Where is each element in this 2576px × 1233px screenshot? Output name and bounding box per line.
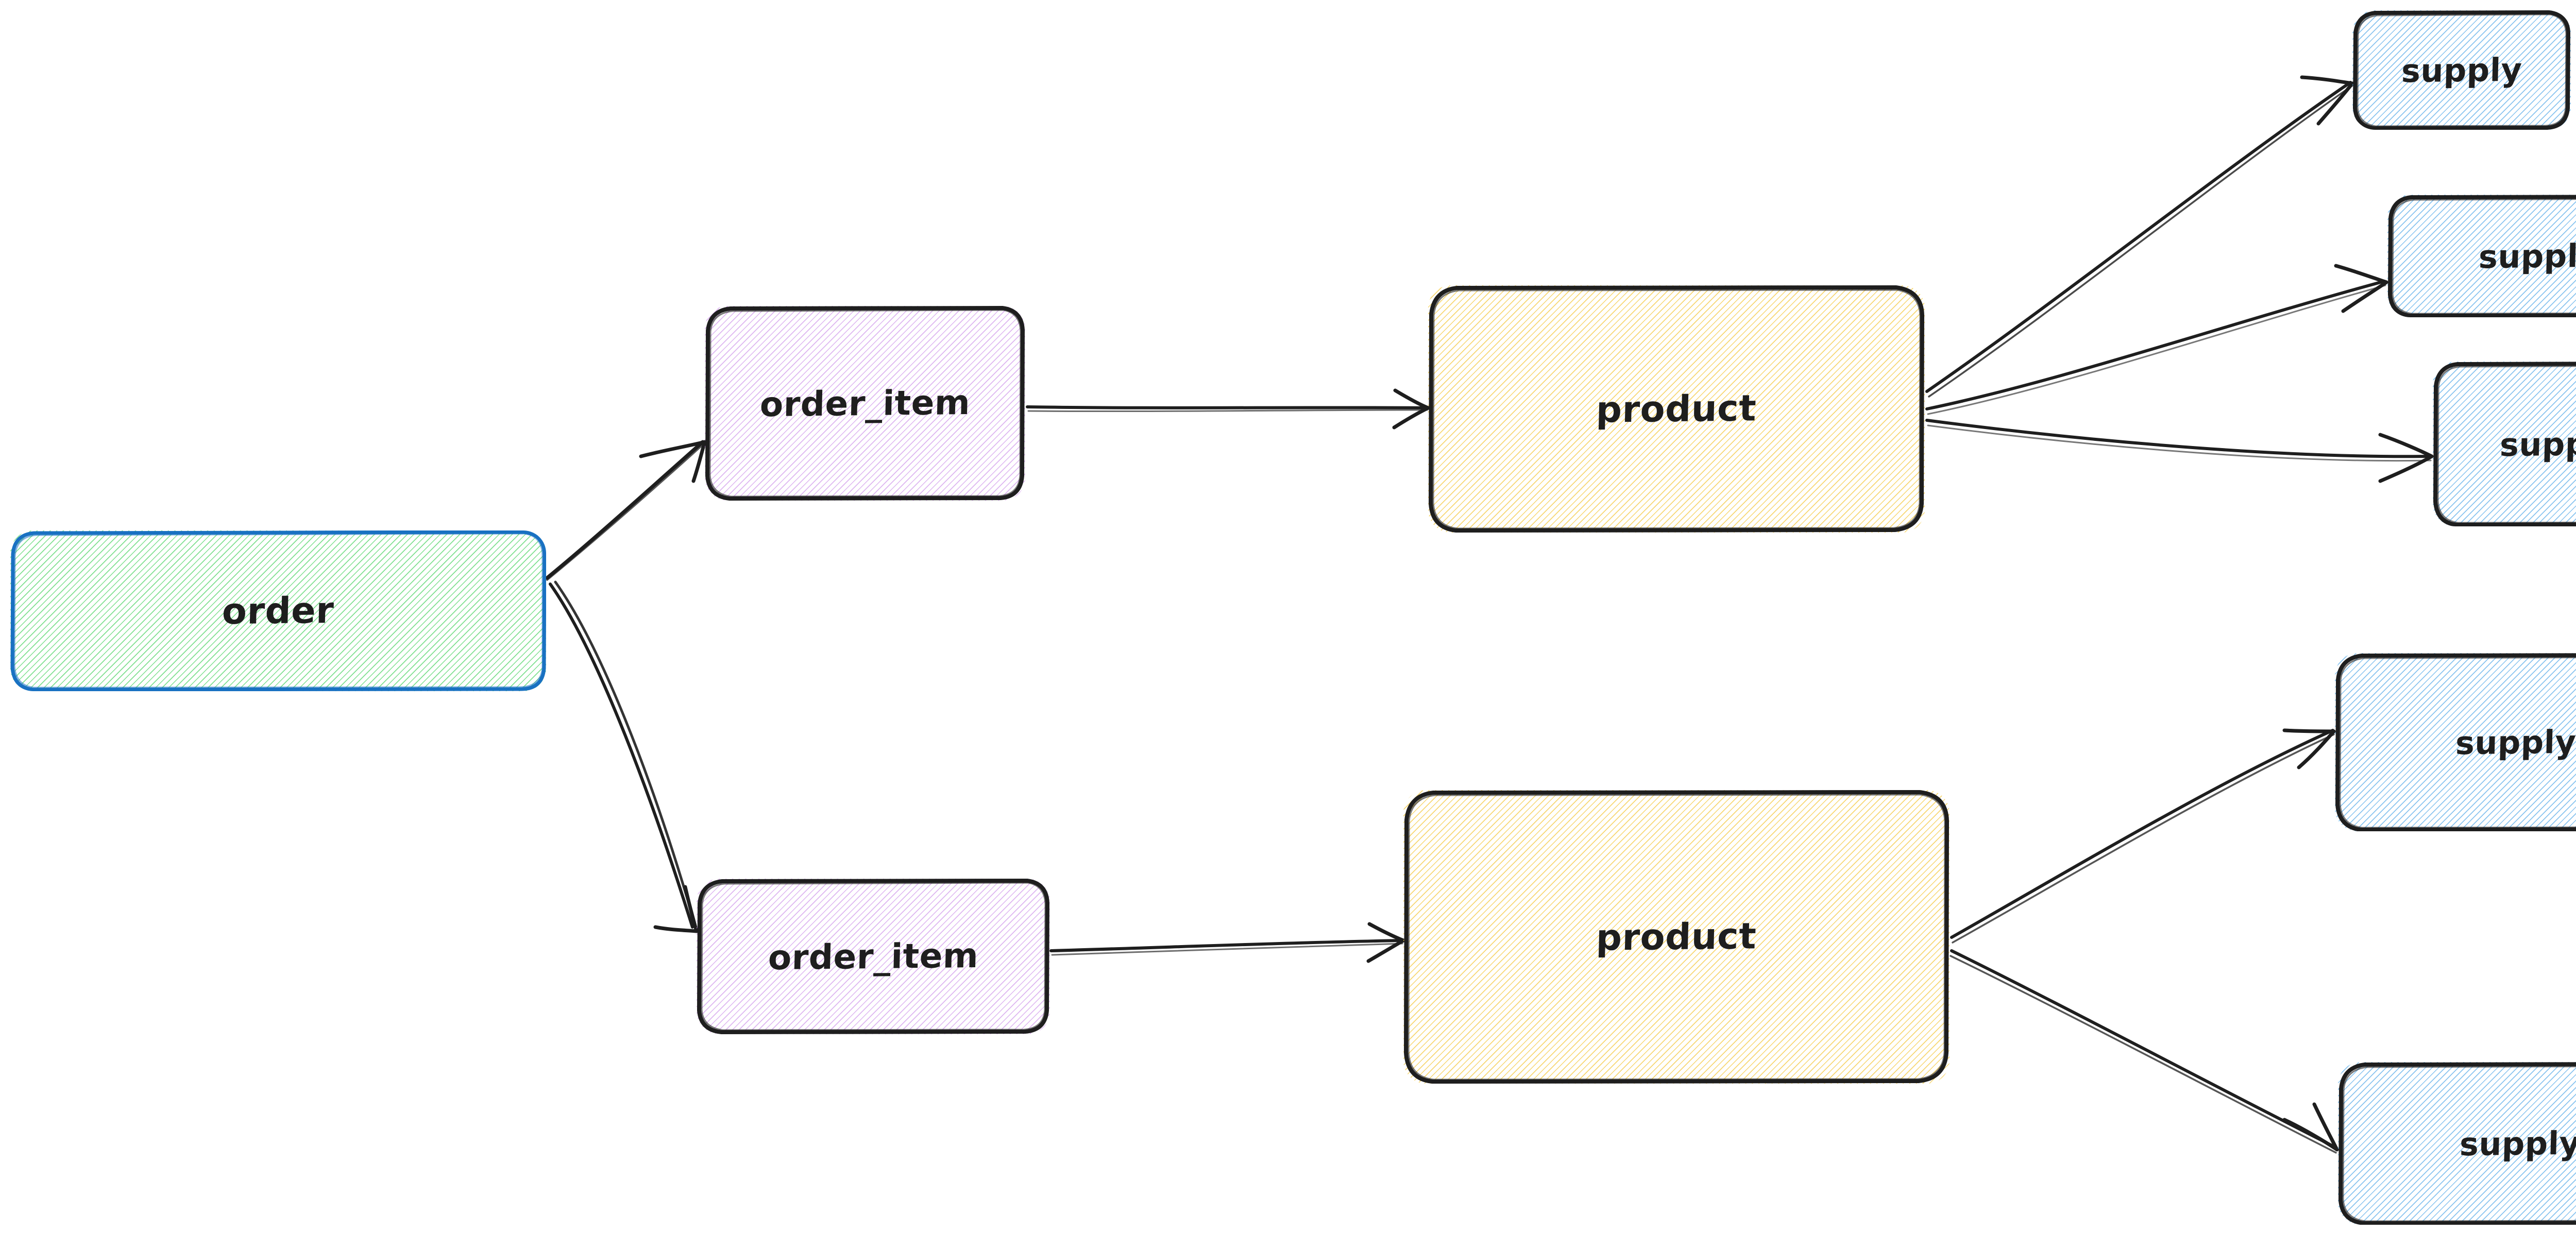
- node-product-bottom[interactable]: product: [1403, 790, 1950, 1084]
- node-supply-bottom-1-label: supply: [2454, 723, 2576, 762]
- node-order-item-top-label: order_item: [759, 382, 971, 424]
- node-supply-top-2-label: supply: [2478, 236, 2576, 276]
- node-supply-top-3-label: supply: [2499, 424, 2576, 464]
- edge-order-to-order-item-top: [545, 440, 707, 581]
- node-supply-top-1[interactable]: supply: [2352, 10, 2571, 130]
- edge-product-bottom-to-supply-bottom-1: [1950, 728, 2336, 944]
- node-order[interactable]: order: [10, 530, 546, 691]
- edge-order-to-order-item-bottom: [549, 580, 699, 933]
- node-order-item-top[interactable]: order_item: [705, 306, 1025, 501]
- node-order-item-bottom[interactable]: order_item: [697, 879, 1050, 1034]
- edge-product-top-to-supply-top-3: [1925, 419, 2434, 483]
- edge-product-top-to-supply-top-1: [1925, 75, 2354, 398]
- node-supply-bottom-1[interactable]: supply: [2335, 653, 2576, 831]
- node-order-label: order: [222, 589, 335, 633]
- node-product-bottom-label: product: [1596, 915, 1757, 959]
- node-supply-top-2[interactable]: supply: [2387, 195, 2576, 317]
- node-supply-bottom-2[interactable]: supply: [2338, 1062, 2576, 1225]
- edge-product-bottom-to-supply-bottom-2: [1950, 949, 2339, 1154]
- edge-order-item-top-to-product-top: [1026, 388, 1430, 430]
- node-product-top-label: product: [1596, 387, 1757, 431]
- node-supply-top-1-label: supply: [2400, 50, 2523, 90]
- node-supply-bottom-2-label: supply: [2459, 1124, 2576, 1163]
- node-product-top[interactable]: product: [1428, 285, 1925, 533]
- edge-product-top-to-supply-top-2: [1925, 264, 2388, 415]
- node-order-item-bottom-label: order_item: [767, 935, 979, 978]
- edge-order-item-bottom-to-product-bottom: [1049, 922, 1405, 963]
- node-supply-top-3[interactable]: supply: [2433, 362, 2576, 526]
